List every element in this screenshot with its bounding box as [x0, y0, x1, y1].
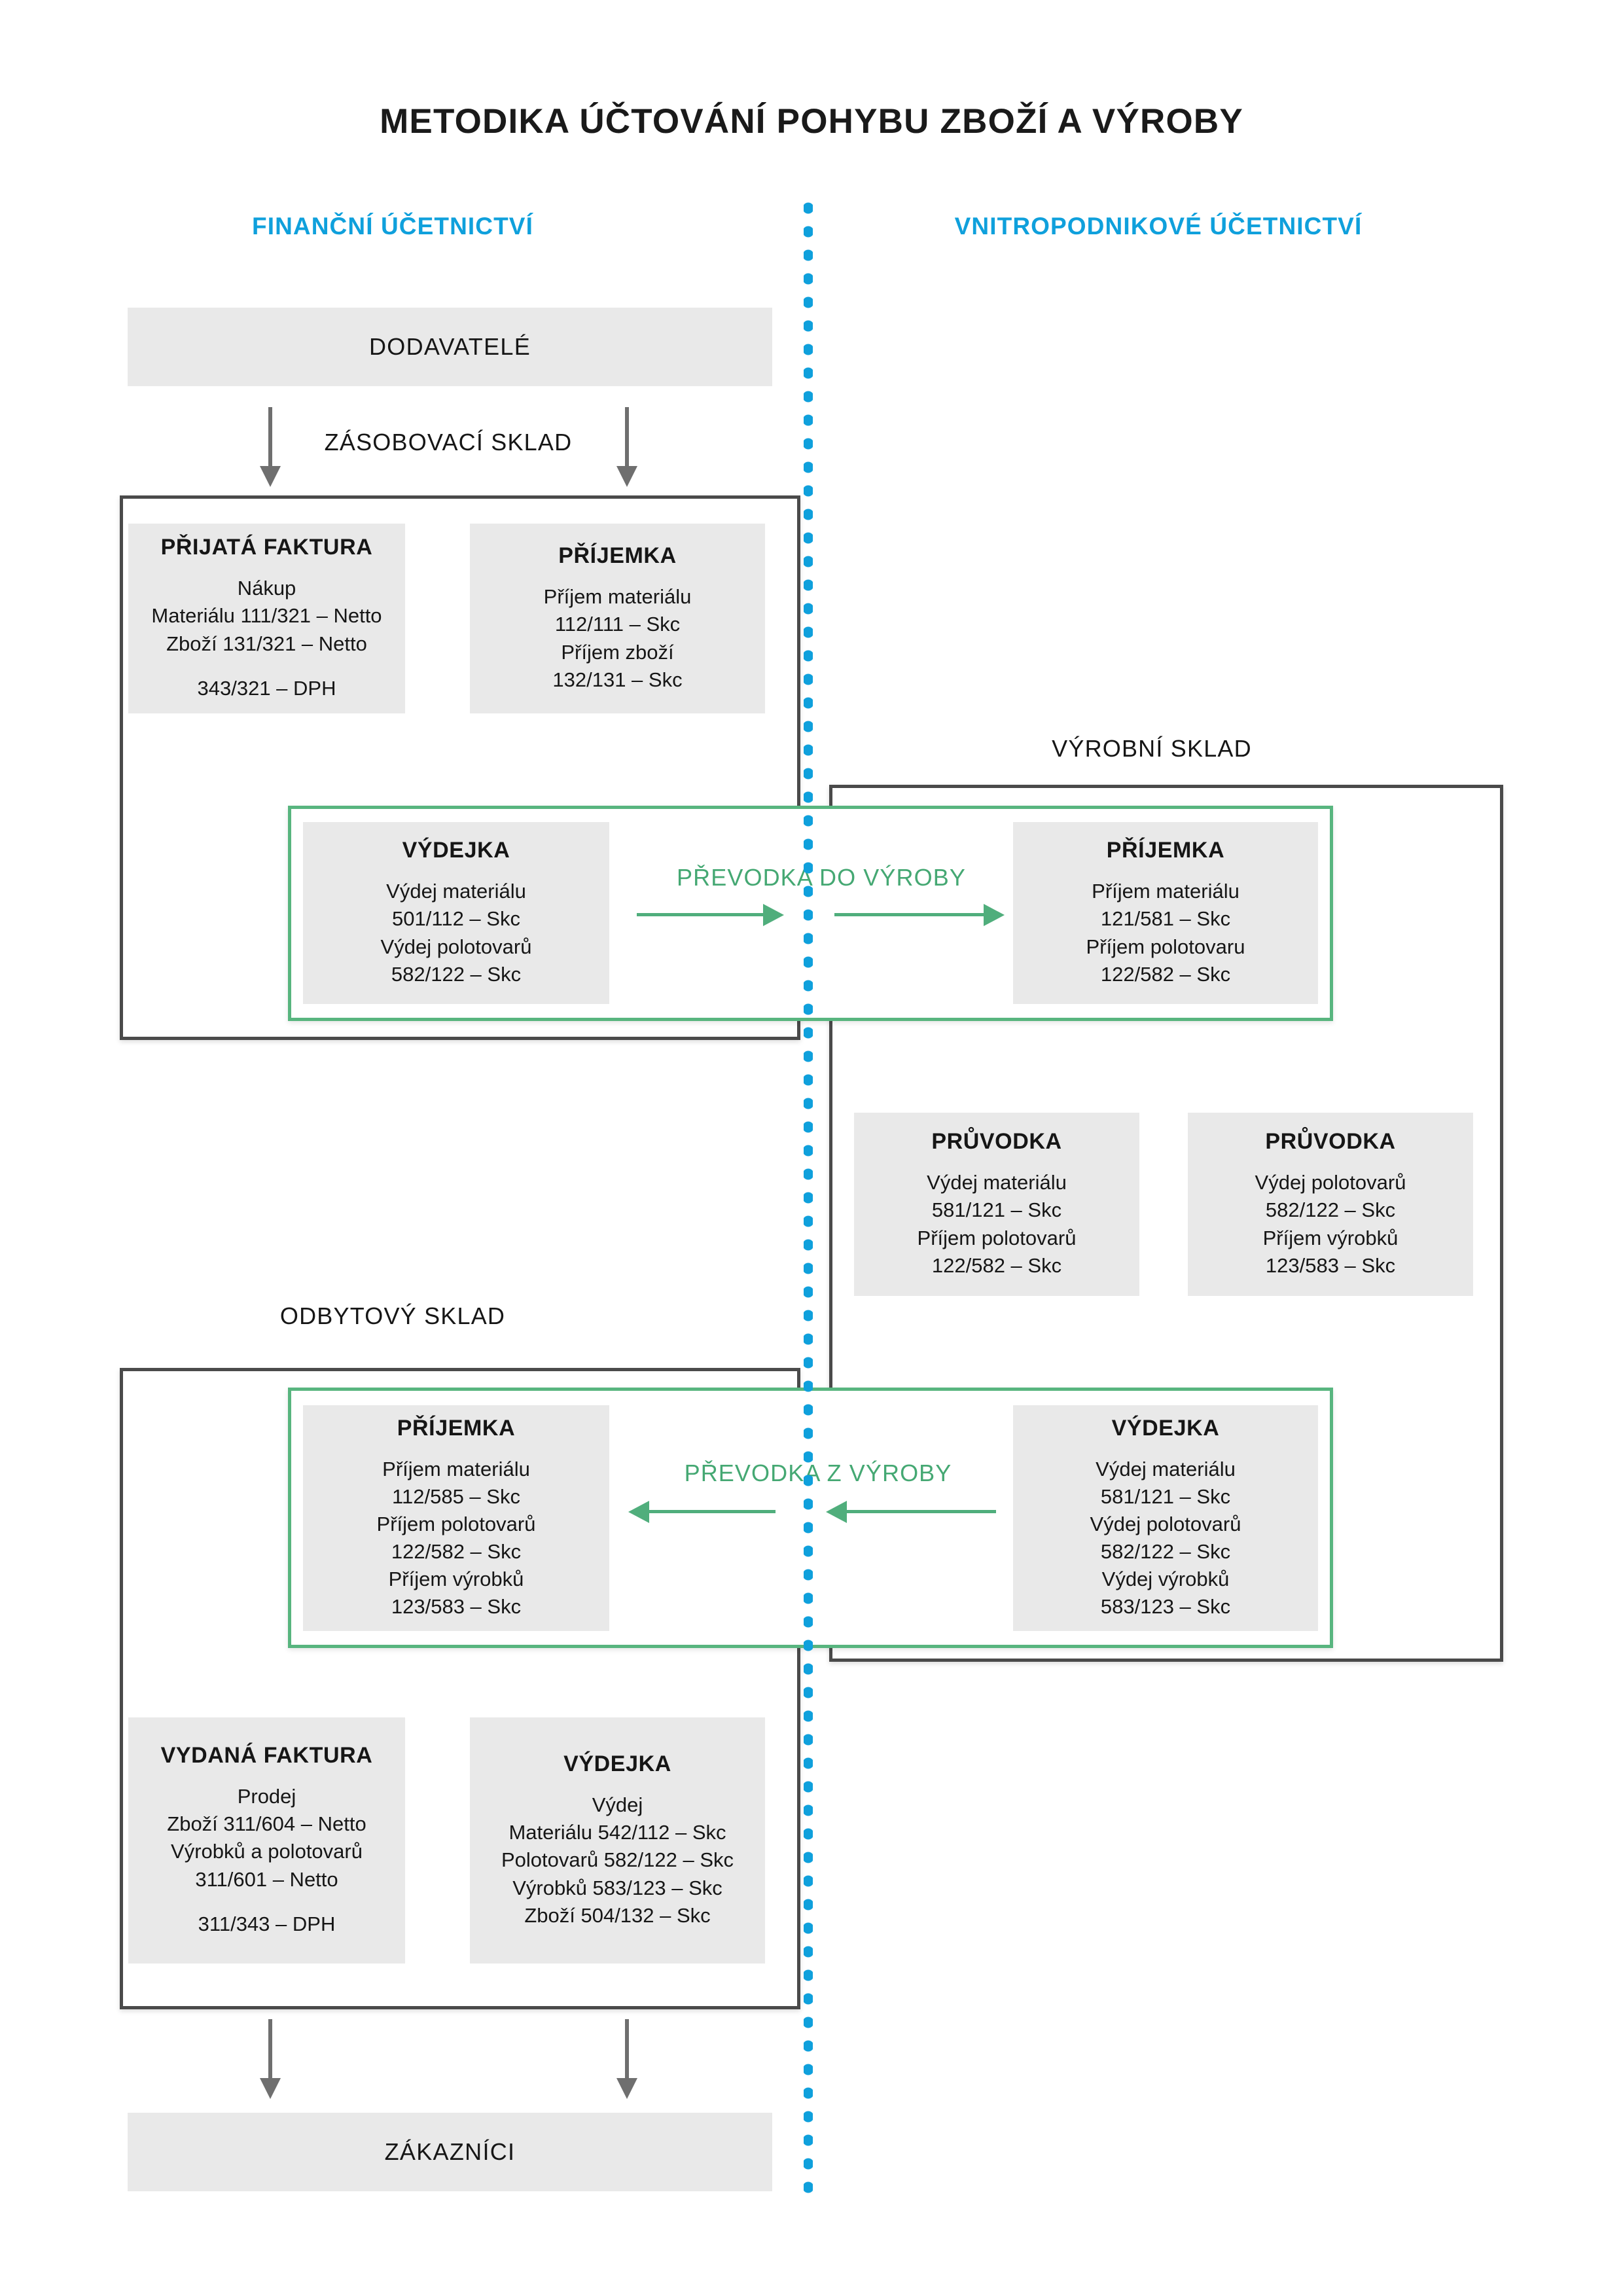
- arrow-to-production-left: [637, 904, 784, 926]
- odbytovy-sklad-frame: [120, 1368, 800, 2009]
- customers-box: ZÁKAZNÍCI: [128, 2113, 772, 2191]
- prijemka-zasobovaci-line: 112/111 – Skc: [554, 613, 681, 636]
- vydejka-odbyt-line: Zboží 504/132 – Skc: [524, 1903, 711, 1927]
- page-title: METODIKA ÚČTOVÁNÍ POHYBU ZBOŽÍ A VÝROBY: [380, 102, 1243, 141]
- prijemka-vyrobni-line: 121/581 – Skc: [1100, 907, 1231, 931]
- vydana-faktura-box: VYDANÁ FAKTURA Prodej Zboží 311/604 – Ne…: [128, 1717, 405, 1964]
- vydejka-z-vyroby-line: Výdej polotovarů: [1090, 1512, 1241, 1535]
- prijemka-odbyt-box: PŘÍJEMKA Příjem materiálu 112/585 – Skc …: [303, 1405, 609, 1631]
- pruvodka-polotovary-heading: PRŮVODKA: [1265, 1129, 1396, 1155]
- vydejka-odbyt-line: Polotovarů 582/122 – Skc: [501, 1848, 734, 1872]
- arrow-invoice-to-customers: [260, 2019, 281, 2099]
- vydejka-do-vyroby-heading: VÝDEJKA: [402, 838, 510, 863]
- vydejka-z-vyroby-line: 583/123 – Skc: [1100, 1595, 1231, 1619]
- prijata-faktura-heading: PŘIJATÁ FAKTURA: [160, 535, 373, 560]
- zone-caption-vyrobni: VÝROBNÍ SKLAD: [1052, 735, 1252, 762]
- pruvodka-material-line: Výdej materiálu: [927, 1171, 1067, 1194]
- suppliers-label: DODAVATELÉ: [368, 333, 531, 360]
- prijemka-vyrobni-line: Příjem materiálu: [1092, 880, 1240, 903]
- arrow-delivery-to-customers: [616, 2019, 637, 2099]
- prijemka-odbyt-line: 112/585 – Skc: [392, 1484, 520, 1508]
- arrow-suppliers-to-receipt: [616, 407, 637, 487]
- pruvodka-material-line: Příjem polotovarů: [917, 1226, 1077, 1249]
- vyrobni-sklad-frame: [829, 785, 1503, 1662]
- prijemka-vyrobni-box: PŘÍJEMKA Příjem materiálu 121/581 – Skc …: [1013, 822, 1318, 1004]
- vydejka-z-vyroby-box: VÝDEJKA Výdej materiálu 581/121 – Skc Vý…: [1013, 1405, 1318, 1631]
- zone-caption-odbytovy: ODBYTOVÝ SKLAD: [279, 1302, 506, 1329]
- vydana-faktura-line: 311/601 – Netto: [195, 1867, 338, 1891]
- prijemka-vyrobni-line: Příjem polotovaru: [1086, 935, 1245, 958]
- suppliers-box: DODAVATELÉ: [128, 308, 772, 386]
- vertical-dotted-divider: [804, 196, 813, 2200]
- vydejka-do-vyroby-box: VÝDEJKA Výdej materiálu 501/112 – Skc Vý…: [303, 822, 609, 1004]
- prijemka-odbyt-line: Příjem polotovarů: [376, 1512, 536, 1535]
- prijemka-odbyt-line: 123/583 – Skc: [391, 1595, 522, 1619]
- pruvodka-material-line: 581/121 – Skc: [931, 1198, 1062, 1222]
- pruvodka-polotovary-line: 582/122 – Skc: [1265, 1198, 1396, 1222]
- customers-label: ZÁKAZNÍCI: [384, 2138, 516, 2165]
- pruvodka-polotovary-line: 123/583 – Skc: [1265, 1253, 1396, 1277]
- prijemka-zasobovaci-heading: PŘÍJEMKA: [558, 543, 677, 569]
- prijata-faktura-line: Nákup: [237, 577, 296, 600]
- arrow-from-production-right: [826, 1501, 996, 1523]
- vydana-faktura-line: Prodej: [237, 1785, 296, 1808]
- pruvodka-material-heading: PRŮVODKA: [931, 1129, 1062, 1155]
- pruvodka-polotovary-line: Výdej polotovarů: [1255, 1171, 1406, 1194]
- vydejka-odbyt-line: Výrobků 583/123 – Skc: [512, 1876, 722, 1899]
- vydejka-odbyt-line: Výdej: [592, 1793, 643, 1817]
- pruvodka-polotovary-box: PRŮVODKA Výdej polotovarů 582/122 – Skc …: [1188, 1113, 1473, 1296]
- arrow-suppliers-to-invoice: [260, 407, 281, 487]
- prevodka-z-vyroby-label: PŘEVODKA Z VÝROBY: [684, 1460, 952, 1486]
- vydejka-do-vyroby-line: Výdej materiálu: [386, 880, 526, 903]
- vydejka-do-vyroby-line: 501/112 – Skc: [392, 907, 520, 931]
- prijemka-odbyt-line: Příjem výrobků: [388, 1568, 524, 1591]
- vydejka-z-vyroby-line: 581/121 – Skc: [1100, 1484, 1231, 1508]
- prijemka-vyrobni-heading: PŘÍJEMKA: [1106, 838, 1225, 863]
- prijemka-odbyt-heading: PŘÍJEMKA: [397, 1415, 516, 1441]
- prijata-faktura-line: Materiálu 111/321 – Netto: [151, 604, 382, 628]
- zone-caption-zasobovaci: ZÁSOBOVACÍ SKLAD: [324, 429, 573, 456]
- vydana-faktura-dph: 311/343 – DPH: [198, 1912, 336, 1935]
- prijata-faktura-dph: 343/321 – DPH: [197, 676, 336, 700]
- vydejka-z-vyroby-line: 582/122 – Skc: [1100, 1540, 1231, 1563]
- zasobovaci-sklad-frame: [120, 495, 800, 1040]
- prevodka-do-vyroby-label: PŘEVODKA DO VÝROBY: [677, 864, 966, 891]
- vydana-faktura-line: Zboží 311/604 – Netto: [167, 1812, 366, 1836]
- arrow-to-production-right: [834, 904, 1005, 926]
- prijemka-odbyt-line: Příjem materiálu: [382, 1457, 530, 1480]
- vydejka-z-vyroby-line: Výdej materiálu: [1096, 1457, 1236, 1480]
- prijemka-odbyt-line: 122/582 – Skc: [391, 1540, 522, 1563]
- prijemka-zasobovaci-line: Příjem materiálu: [543, 585, 692, 609]
- vydejka-z-vyroby-line: Výdej výrobků: [1101, 1568, 1230, 1591]
- prijemka-zasobovaci-box: PŘÍJEMKA Příjem materiálu 112/111 – Skc …: [470, 524, 765, 713]
- pruvodka-polotovary-line: Příjem výrobků: [1262, 1226, 1399, 1249]
- prijemka-vyrobni-line: 122/582 – Skc: [1100, 962, 1231, 986]
- column-heading-financial: FINANČNÍ ÚČETNICTVÍ: [252, 213, 533, 240]
- vydejka-z-vyroby-heading: VÝDEJKA: [1111, 1415, 1220, 1441]
- prijata-faktura-line: Zboží 131/321 – Netto: [166, 632, 367, 655]
- vydejka-do-vyroby-line: 582/122 – Skc: [391, 962, 522, 986]
- vydejka-odbyt-heading: VÝDEJKA: [563, 1751, 671, 1777]
- prijemka-zasobovaci-line: Příjem zboží: [561, 640, 674, 664]
- vydejka-odbyt-line: Materiálu 542/112 – Skc: [508, 1821, 726, 1844]
- arrow-from-production-left: [628, 1501, 776, 1523]
- prijata-faktura-box: PŘIJATÁ FAKTURA Nákup Materiálu 111/321 …: [128, 524, 405, 713]
- vydana-faktura-heading: VYDANÁ FAKTURA: [160, 1743, 373, 1768]
- vydejka-odbyt-box: VÝDEJKA Výdej Materiálu 542/112 – Skc Po…: [470, 1717, 765, 1964]
- vydejka-do-vyroby-line: Výdej polotovarů: [380, 935, 532, 958]
- pruvodka-material-line: 122/582 – Skc: [931, 1253, 1062, 1277]
- pruvodka-material-box: PRŮVODKA Výdej materiálu 581/121 – Skc P…: [854, 1113, 1139, 1296]
- column-heading-internal: VNITROPODNIKOVÉ ÚČETNICTVÍ: [954, 213, 1363, 240]
- vydana-faktura-line: Výrobků a polotovarů: [171, 1840, 363, 1863]
- prijemka-zasobovaci-line: 132/131 – Skc: [552, 668, 683, 691]
